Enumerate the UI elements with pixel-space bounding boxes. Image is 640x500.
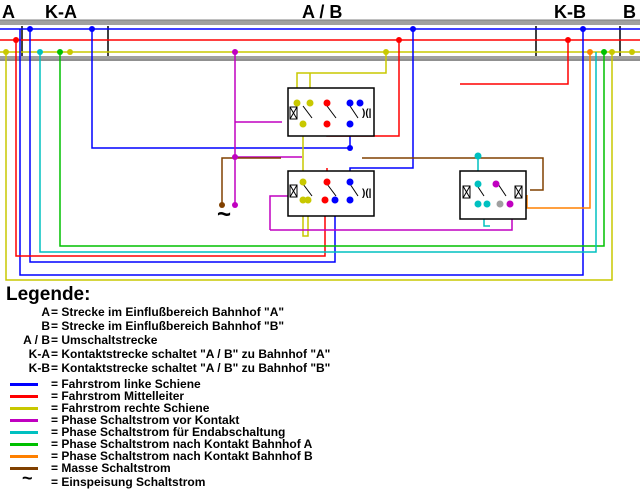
legend-text: = Phase Schaltstrom nach Kontakt Bahnhof… (51, 437, 313, 451)
legend-segment-ka: K-A = Kontaktstrecke schaltet "A / B" zu… (0, 348, 640, 361)
legend-wire-purple: = Phase Schaltstrom vor Kontakt (0, 414, 640, 427)
legend-text: = Kontaktstrecke schaltet "A / B" zu Bah… (51, 361, 331, 375)
legend-text: = Fahrstrom rechte Schiene (51, 401, 210, 415)
legend-wire-green: = Phase Schaltstrom nach Kontakt Bahnhof… (0, 438, 640, 451)
legend-swatch (10, 467, 38, 470)
segment-label-a: A (2, 2, 15, 22)
legend-tilde-symbol: ~ (22, 468, 33, 488)
legend-swatch (10, 395, 38, 398)
legend-swatch (10, 407, 38, 410)
legend-text: = Phase Schaltstrom vor Kontakt (51, 413, 240, 427)
track-rails (0, 19, 640, 61)
legend-key: K-B (28, 361, 50, 375)
legend-wire-brown: = Masse Schaltstrom (0, 462, 640, 475)
legend-segment-kb: K-B = Kontaktstrecke schaltet "A / B" zu… (0, 362, 640, 375)
segment-label-kb: K-B (554, 2, 586, 22)
segment-label-b: B (623, 2, 636, 22)
legend-segment-b: B = Strecke im Einflußbereich Bahnhof "B… (0, 320, 640, 333)
svg-text:)(|: )(| (362, 108, 372, 119)
legend-key: K-A (28, 347, 50, 361)
segment-label-ab: A / B (302, 2, 342, 22)
supply-symbol: ~ (217, 201, 231, 228)
relay-right (459, 170, 527, 220)
legend-text: = Strecke im Einflußbereich Bahnhof "B" (51, 319, 285, 333)
track-joints (21, 26, 621, 56)
legend-swatch (10, 443, 38, 446)
legend-segment-a: A = Strecke im Einflußbereich Bahnhof "A… (0, 306, 640, 319)
legend-wire-orange: = Phase Schaltstrom nach Kontakt Bahnhof… (0, 450, 640, 463)
legend-key: B (41, 319, 50, 333)
legend-wire-cyan: = Phase Schaltstrom für Endabschaltung (0, 426, 640, 439)
wires (5, 29, 613, 281)
legend-text: = Kontaktstrecke schaltet "A / B" zu Bah… (51, 347, 331, 361)
legend-key: A / B (23, 333, 50, 347)
legend-text: = Phase Schaltstrom nach Kontakt Bahnhof… (51, 449, 313, 463)
legend-text: = Masse Schaltstrom (51, 461, 171, 475)
legend-text: = Strecke im Einflußbereich Bahnhof "A" (51, 305, 285, 319)
legend-wire-yellow: = Fahrstrom rechte Schiene (0, 402, 640, 415)
relay-middle: )(| (287, 170, 375, 217)
legend-text: = Fahrstrom linke Schiene (51, 377, 201, 391)
legend-wire-red: = Fahrstrom Mittelleiter (0, 390, 640, 403)
legend-text: = Umschaltstrecke (51, 333, 158, 347)
legend-segment-ab: A / B = Umschaltstrecke (0, 334, 640, 347)
legend-swatch (10, 431, 38, 434)
svg-text:)(|: )(| (362, 188, 372, 199)
legend-supply: ~ = Einspeisung Schaltstrom (0, 469, 640, 489)
legend-title: Legende: (6, 284, 91, 305)
legend-swatch (10, 383, 38, 386)
legend-swatch (10, 455, 38, 458)
bus-lines (0, 28, 640, 53)
legend-text: = Einspeisung Schaltstrom (51, 475, 206, 489)
legend-swatch (10, 419, 38, 422)
junction-dots (3, 26, 635, 208)
legend-key: A (41, 305, 50, 319)
legend-text: = Fahrstrom Mittelleiter (51, 389, 185, 403)
legend-wire-blue: = Fahrstrom linke Schiene (0, 378, 640, 391)
legend-text: = Phase Schaltstrom für Endabschaltung (51, 425, 286, 439)
relay-top: )(| (287, 87, 375, 137)
segment-label-ka: K-A (45, 2, 77, 22)
